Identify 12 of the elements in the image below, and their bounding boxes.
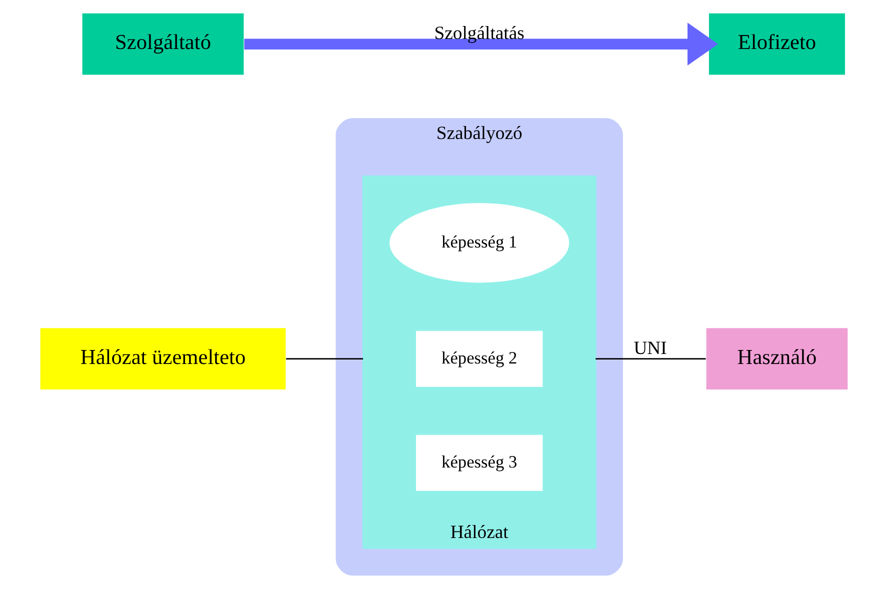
connector	[286, 358, 363, 360]
arrow	[244, 22, 718, 66]
node-box: képesség 3	[416, 434, 542, 491]
node-box: Szolgáltató	[82, 13, 244, 75]
node-box: Használó	[706, 328, 848, 390]
edge-label: UNI	[633, 338, 666, 359]
node-ellipse: képesség 1	[389, 202, 569, 283]
node-box: Hálózat üzemelteto	[40, 328, 286, 390]
connector	[595, 358, 706, 360]
edge-label: Szolgáltatás	[434, 23, 524, 44]
node-box: képesség 2	[416, 330, 542, 387]
node-box: Elofizeto	[708, 13, 844, 75]
